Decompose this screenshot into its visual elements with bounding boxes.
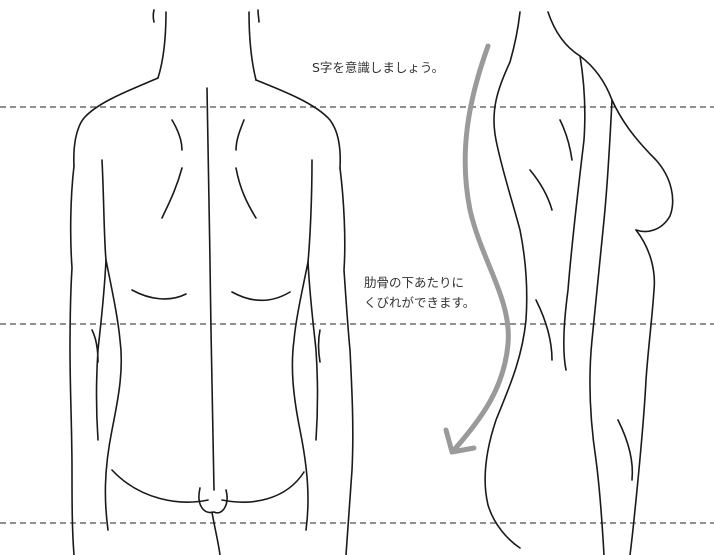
s-arrow-head	[443, 427, 477, 455]
shoulder-left	[73, 77, 159, 167]
elbow-left	[91, 329, 99, 363]
spine-line	[206, 87, 215, 491]
arm-right-outer	[339, 167, 354, 555]
ribcage-left	[131, 289, 187, 300]
side-front-contour	[629, 229, 656, 555]
side-view-figure	[484, 11, 674, 555]
ribs-annotation-line2: くびれができます。	[364, 295, 476, 310]
s-curve-annotation: S字を意識しましょう。	[312, 60, 445, 75]
ribs-annotation-line1: 肋骨の下あたりに	[364, 275, 465, 290]
neck-right	[248, 11, 257, 81]
side-arm-back	[563, 55, 586, 371]
torso-left	[104, 259, 123, 531]
side-hand-detail	[617, 419, 634, 481]
shoulder-right	[255, 79, 342, 169]
ribcage-right	[231, 291, 291, 302]
arm-right-inner	[307, 159, 319, 441]
trap-left	[171, 119, 183, 151]
hair-tip-left	[152, 9, 155, 23]
torso-right	[291, 261, 309, 531]
arm-left-outer	[69, 165, 75, 555]
arm-left-inner	[95, 159, 107, 441]
side-waist-detail	[535, 299, 553, 361]
thigh-gap	[211, 511, 221, 555]
buttock-right	[221, 471, 305, 503]
side-back-contour	[484, 11, 528, 549]
buttock-left	[111, 469, 209, 503]
trap-right	[235, 119, 245, 151]
side-back-muscle	[529, 169, 553, 211]
curved-s-arrow-icon	[443, 43, 511, 455]
side-arm-front	[589, 99, 613, 555]
elbow-right	[317, 329, 321, 363]
scapula-right	[235, 167, 257, 219]
back-view-figure	[69, 9, 354, 555]
side-shoulder-detail	[559, 119, 573, 161]
s-arrow-shaft	[451, 43, 511, 453]
side-chest-contour	[547, 11, 674, 233]
hair-tip-right	[257, 9, 260, 23]
neck-left	[157, 11, 167, 79]
scapula-left	[161, 167, 183, 219]
ribs-annotation: 肋骨の下あたりに くびれができます。	[364, 273, 475, 313]
